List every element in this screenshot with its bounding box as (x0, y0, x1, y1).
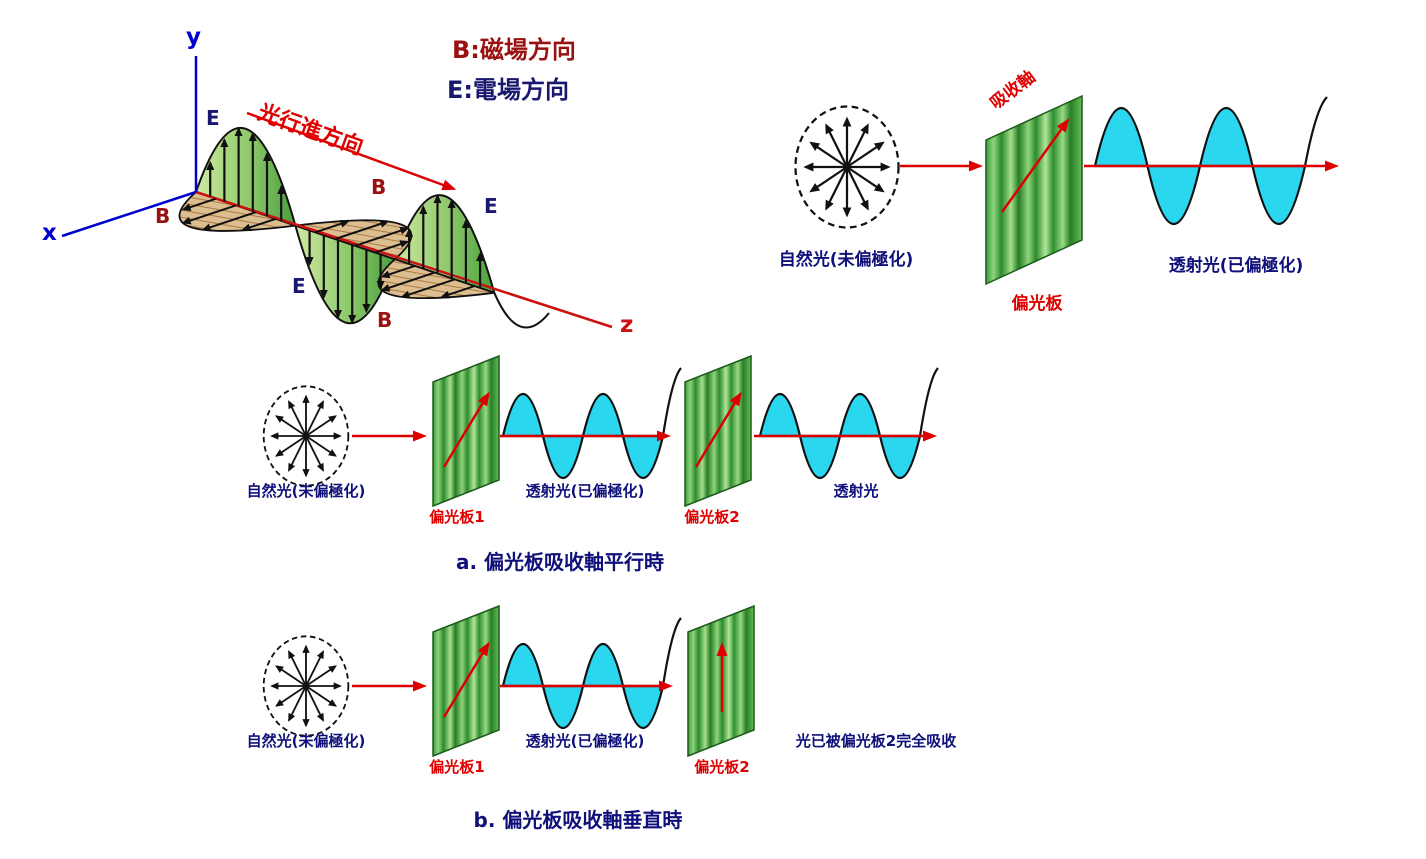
transmitted1-label-a: 透射光(已偏極化) (525, 482, 645, 500)
natural-light-symbol (264, 636, 349, 735)
natural-light-label-a: 自然光(未偏極化) (246, 482, 366, 500)
caption-b: b. 偏光板吸收軸垂直時 (473, 808, 683, 832)
natural-light-symbol (795, 107, 898, 228)
e-field-arrow-markers (206, 127, 485, 324)
polarizer1-axis-arrow (442, 641, 490, 718)
caption-a: a. 偏光板吸收軸平行時 (455, 550, 665, 574)
transmitted2-label-a: 透射光 (833, 482, 879, 500)
polarizer1-label-a: 偏光板1 (429, 508, 485, 526)
single-polarizer-demo (795, 94, 1339, 286)
b-field-label-2: B (371, 175, 387, 199)
axis-y-label: y (186, 24, 201, 50)
transmitted-wave-2-tail (918, 367, 939, 437)
em-wave-diagram (61, 56, 613, 329)
z-axis-line (195, 190, 613, 329)
transmitted-wave-1-tail (661, 367, 682, 437)
axis-x-label: x (42, 220, 57, 246)
parallel-polarizers-demo (264, 354, 939, 508)
transmitted-light-label: 透射光(已偏極化) (1168, 256, 1304, 276)
b-field-label-3: B (377, 308, 393, 332)
b-field-arrows (181, 197, 475, 299)
e-field-label-2: E (484, 194, 498, 218)
b-field-label-1: B (155, 204, 171, 228)
e-field-label-3: E (292, 274, 306, 298)
polarizer2-label-a: 偏光板2 (684, 508, 740, 526)
natural-light-label-b: 自然光(未偏極化) (246, 732, 366, 750)
e-wave-lobes (194, 127, 496, 325)
transmitted-wave-tail (661, 617, 682, 687)
axis-z-label: z (620, 312, 634, 338)
perpendicular-polarizers-demo (264, 604, 755, 758)
polarizer1-label-b: 偏光板1 (429, 758, 485, 776)
polarizer-label: 偏光板 (1011, 294, 1063, 314)
transmitted-wave-tail (1303, 96, 1328, 167)
propagation-arrow (246, 111, 457, 191)
polarizer1-axis-arrow (442, 391, 490, 468)
wave-envelope-tail (493, 292, 550, 329)
transmitted1-label-b: 透射光(已偏極化) (525, 732, 645, 750)
absorbed-light-label: 光已被偏光板2完全吸收 (795, 732, 957, 750)
natural-light-symbol (264, 386, 349, 485)
x-axis-line (61, 190, 197, 238)
polarizer2-axis-arrow (694, 391, 742, 468)
e-field-label-1: E (206, 106, 220, 130)
legend-b-label: B:磁場方向 (452, 36, 576, 64)
polarizer-panel (985, 94, 1083, 286)
legend-e-label: E:電場方向 (447, 76, 569, 104)
polarizer2-label-b: 偏光板2 (694, 758, 750, 776)
absorption-axis-arrow (1000, 118, 1070, 213)
natural-light-label: 自然光(未偏極化) (778, 250, 914, 270)
